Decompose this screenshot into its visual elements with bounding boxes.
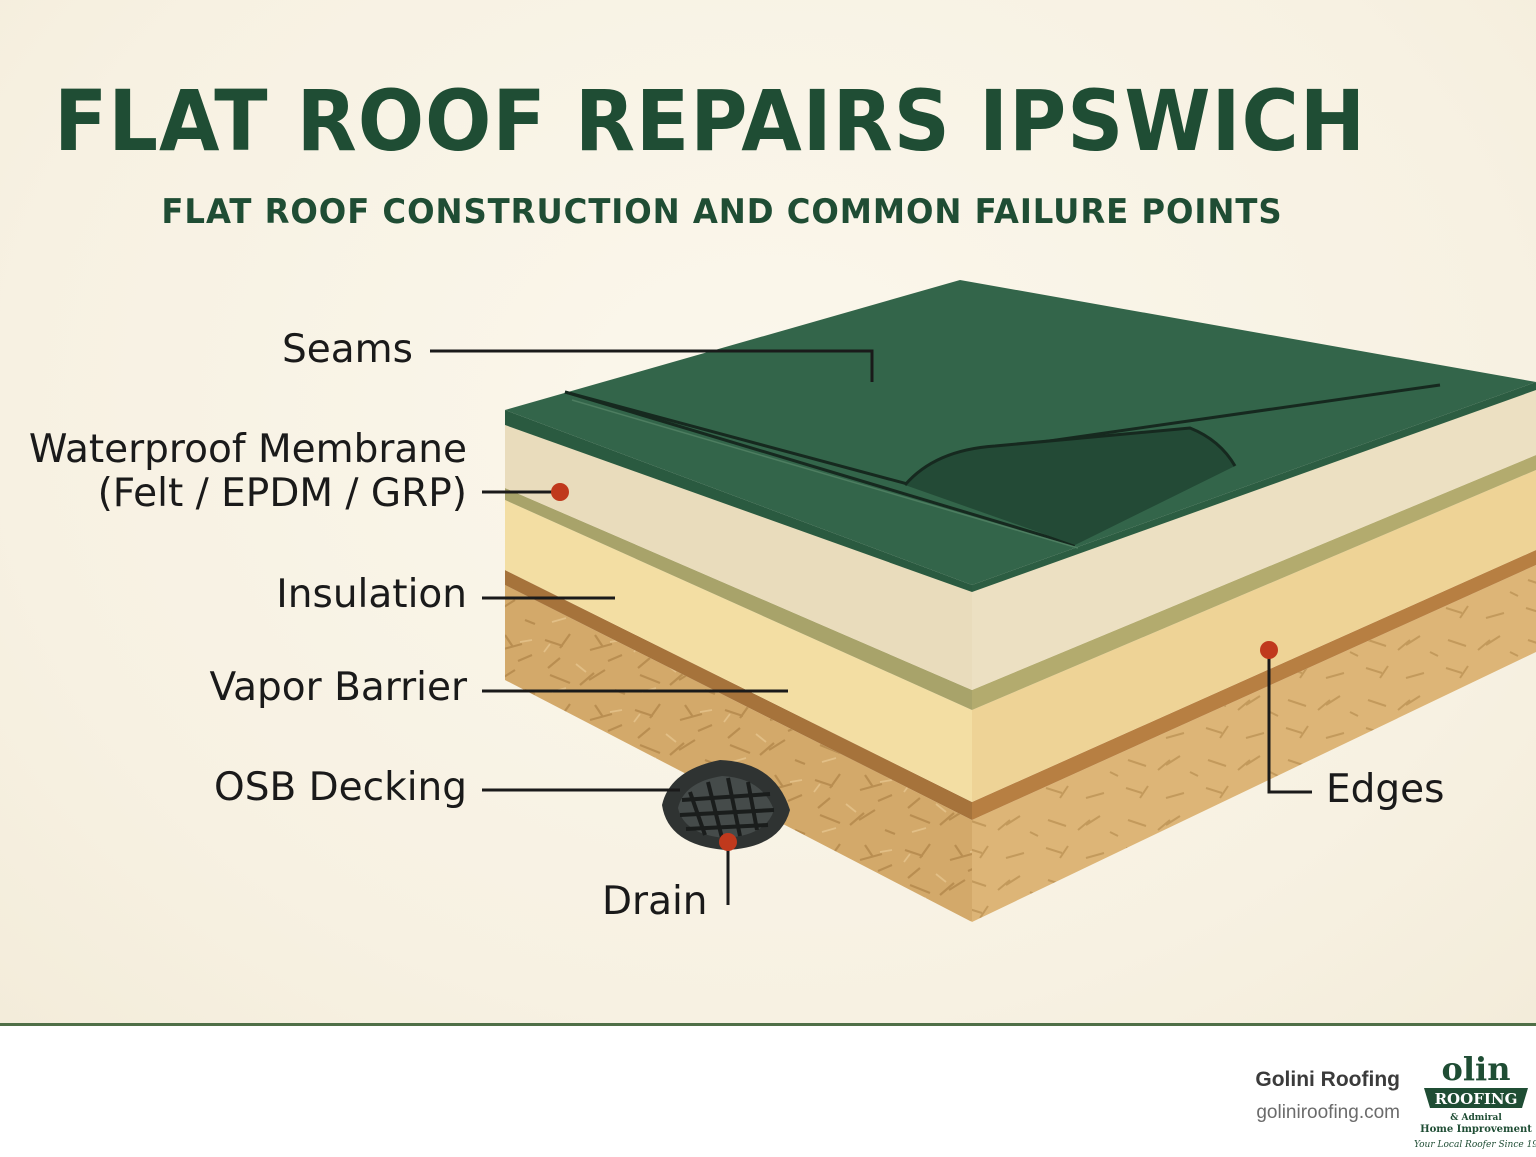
golini-roofing-logo: olin ROOFING & Admiral Home Improvement … [1414, 1050, 1536, 1150]
svg-text:Home Improvement: Home Improvement [1420, 1124, 1532, 1135]
seams-leader [430, 349, 874, 382]
vapor-barrier-layer [505, 550, 1536, 820]
label-edges: Edges [1326, 767, 1445, 812]
roof-cross-section-diagram [430, 280, 1536, 922]
seam-lines [564, 383, 1441, 549]
svg-text:ROOFING: ROOFING [1435, 1090, 1518, 1108]
osb-decking-layer [505, 565, 1536, 922]
footer-bar: Golini Roofing goliniroofing.com olin RO… [0, 1023, 1536, 1157]
drain-failure-marker [719, 833, 737, 851]
waterproof-membrane-layer [505, 385, 1536, 690]
label-waterproof-membrane: Waterproof Membrane (Felt / EPDM / GRP) [29, 428, 467, 515]
label-vapor-barrier: Vapor Barrier [209, 665, 468, 710]
leader-lines [430, 349, 1312, 905]
brand-name: Golini Roofing [1255, 1068, 1400, 1091]
page-subtitle: FLAT ROOF CONSTRUCTION AND COMMON FAILUR… [161, 192, 1283, 232]
insulation-layer [505, 470, 1536, 802]
roof-top-surface [505, 280, 1536, 592]
label-membrane-line2: (Felt / EPDM / GRP) [97, 470, 467, 516]
membrane-failure-marker [551, 483, 569, 501]
label-osb-decking: OSB Decking [214, 765, 467, 810]
svg-text:olin: olin [1442, 1050, 1511, 1088]
svg-text:& Admiral: & Admiral [1450, 1113, 1502, 1123]
edges-failure-marker [1260, 641, 1278, 659]
brand-url: goliniroofing.com [1256, 1102, 1400, 1123]
roof-drain [662, 760, 790, 850]
svg-text:Your Local Roofer Since 19: Your Local Roofer Since 19 [1414, 1140, 1536, 1150]
label-drain: Drain [602, 879, 708, 924]
label-insulation: Insulation [276, 572, 467, 617]
failure-markers [551, 483, 1278, 851]
label-seams: Seams [282, 327, 413, 372]
label-membrane-line1: Waterproof Membrane [28, 427, 467, 472]
page-title: FLAT ROOF REPAIRS IPSWICH [53, 72, 1367, 170]
membrane-backing-band [505, 455, 1536, 710]
edges-leader [1267, 650, 1312, 794]
